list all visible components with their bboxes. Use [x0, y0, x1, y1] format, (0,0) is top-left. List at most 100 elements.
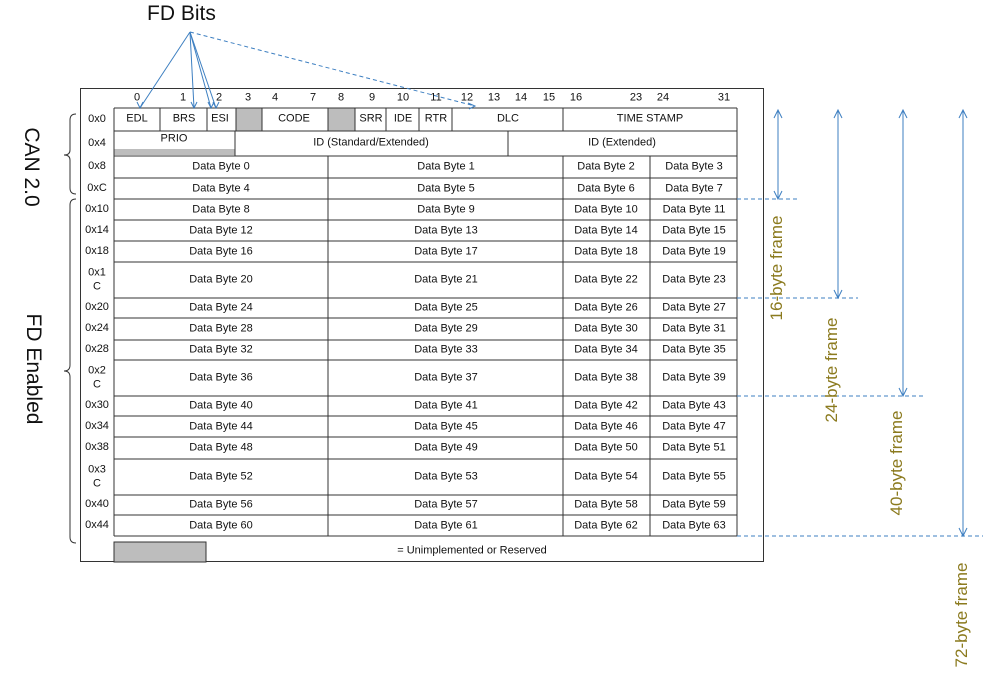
field-id-standard-extended: ID (Standard/Extended): [313, 136, 429, 149]
data-byte-cell: Data Byte 25: [414, 301, 478, 314]
data-byte-cell: Data Byte 63: [662, 519, 726, 531]
frame-label-24: 24-byte frame: [822, 317, 841, 423]
data-byte-cell: Data Byte 28: [189, 322, 253, 335]
data-byte-cell: Data Byte 26: [574, 301, 638, 314]
arrow-down-icon: [898, 387, 908, 398]
address-label: 0x24: [85, 322, 109, 335]
arrow-head-icon: [136, 101, 144, 110]
fd-bit-arrow: [189, 31, 195, 109]
address-label: 0x34: [85, 419, 109, 432]
bit-position-label: 0: [133, 91, 141, 104]
data-byte-cell: Data Byte 46: [574, 420, 638, 432]
data-byte-cell: Data Byte 42: [574, 399, 638, 412]
bit-position-label: 1: [179, 91, 187, 104]
data-byte-cell: Data Byte 5: [417, 182, 475, 194]
arrow-head-icon: [467, 102, 477, 110]
field-edl: EDL: [126, 112, 148, 125]
reserved-cell: [114, 149, 235, 155]
frame-label-16: 16-byte frame: [767, 215, 786, 321]
section-label-fd-enabled: FD Enabled: [22, 313, 45, 425]
data-byte-cell: Data Byte 6: [577, 182, 635, 194]
arrow-up-icon: [773, 108, 783, 119]
address-label: 0x20: [85, 301, 109, 314]
data-byte-cell: Data Byte 53: [414, 470, 478, 483]
bit-position-label: 7: [309, 91, 317, 104]
data-byte-cell: Data Byte 3: [665, 160, 723, 173]
arrow-head-icon: [207, 101, 215, 110]
data-byte-cell: Data Byte 19: [662, 245, 726, 257]
brace-fd-enabled: [63, 198, 77, 544]
data-byte-cell: Data Byte 55: [662, 470, 726, 483]
field-prio: PRIO: [160, 132, 188, 145]
data-byte-cell: Data Byte 2: [577, 160, 635, 173]
data-byte-cell: Data Byte 17: [414, 245, 478, 257]
fd-bit-arrow: [189, 31, 212, 109]
bit-position-label: 11: [430, 91, 442, 104]
data-byte-cell: Data Byte 41: [414, 399, 478, 412]
bit-position-label: 3: [244, 91, 252, 104]
field-code: CODE: [278, 112, 310, 125]
data-byte-cell: Data Byte 59: [662, 498, 726, 511]
data-byte-cell: Data Byte 57: [414, 498, 478, 511]
data-byte-cell: Data Byte 12: [189, 224, 253, 236]
data-byte-cell: Data Byte 13: [414, 224, 478, 236]
bit-position-label: 9: [368, 91, 376, 104]
address-label: 0x44: [85, 518, 109, 531]
data-byte-cell: Data Byte 56: [189, 498, 253, 511]
data-byte-cell: Data Byte 22: [574, 273, 638, 286]
data-byte-cell: Data Byte 58: [574, 498, 638, 511]
bit-position-label: 2: [215, 91, 223, 104]
data-byte-cell: Data Byte 27: [662, 301, 726, 314]
bit-position-label: 31: [717, 91, 731, 104]
data-byte-cell: Data Byte 36: [189, 371, 253, 384]
data-byte-cell: Data Byte 1: [417, 160, 475, 173]
data-byte-cell: Data Byte 62: [574, 519, 638, 531]
data-byte-cell: Data Byte 30: [574, 322, 638, 335]
data-byte-cell: Data Byte 21: [414, 273, 478, 286]
address-label: 0x18: [85, 244, 109, 257]
bit-position-label: 15: [542, 91, 556, 104]
data-byte-cell: Data Byte 18: [574, 245, 638, 257]
address-label: 0x0: [88, 112, 106, 125]
data-byte-cell: Data Byte 49: [414, 441, 478, 454]
register-map-frame: [80, 88, 764, 562]
data-byte-cell: Data Byte 7: [665, 182, 723, 194]
data-byte-cell: Data Byte 11: [662, 203, 726, 215]
fd-bit-arrow: [189, 31, 217, 109]
field-time-stamp: TIME STAMP: [616, 112, 684, 125]
frame-label-40: 40-byte frame: [887, 410, 906, 516]
arrow-up-icon: [958, 108, 968, 119]
address-label: 0x1 C: [88, 266, 106, 292]
data-byte-cell: Data Byte 38: [574, 371, 638, 384]
fd-bit-arrow: [139, 31, 191, 109]
address-label: 0x4: [88, 136, 106, 149]
data-byte-cell: Data Byte 4: [192, 182, 250, 194]
address-label: 0x14: [85, 223, 109, 236]
bit-position-label: 13: [487, 91, 501, 104]
data-byte-cell: Data Byte 8: [192, 203, 250, 215]
data-byte-cell: Data Byte 32: [189, 343, 253, 356]
address-label: 0x3 C: [88, 463, 106, 489]
field-id-extended: ID (Extended): [588, 136, 656, 149]
bit-position-label: 23: [629, 91, 643, 104]
data-byte-cell: Data Byte 29: [414, 322, 478, 335]
field-esi: ESI: [211, 112, 229, 125]
data-byte-cell: Data Byte 51: [662, 441, 726, 454]
arrow-up-icon: [898, 108, 908, 119]
arrow-head-icon: [212, 101, 220, 110]
address-label: 0xC: [87, 181, 107, 194]
field-rtr: RTR: [424, 112, 448, 125]
data-byte-cell: Data Byte 24: [189, 301, 253, 314]
address-label: 0x10: [85, 202, 109, 215]
arrow-down-icon: [773, 190, 783, 201]
legend-swatch: [113, 541, 207, 563]
address-label: 0x30: [85, 399, 109, 412]
data-byte-cell: Data Byte 34: [574, 343, 638, 356]
data-byte-cell: Data Byte 60: [189, 519, 253, 531]
data-byte-cell: Data Byte 52: [189, 470, 253, 483]
frame-label-72: 72-byte frame: [952, 562, 971, 668]
bit-position-label: 12: [460, 91, 474, 104]
data-byte-cell: Data Byte 54: [574, 470, 638, 483]
address-label: 0x28: [85, 343, 109, 356]
